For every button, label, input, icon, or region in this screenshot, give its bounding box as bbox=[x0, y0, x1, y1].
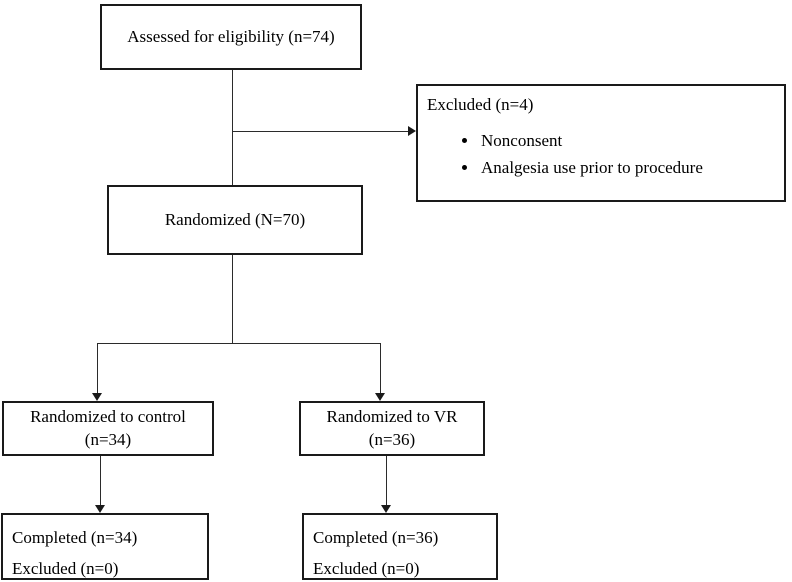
connector-assessed-to-randomized bbox=[232, 70, 233, 185]
connector-branch-horizontal bbox=[97, 343, 380, 344]
connector-arrow-to-control bbox=[92, 343, 102, 401]
excluded-reason-item: Analgesia use prior to procedure bbox=[479, 154, 774, 181]
completed-vr-line1: Completed (n=36) bbox=[313, 528, 439, 547]
box-completed-control: Completed (n=34) Excluded (n=0) bbox=[1, 513, 209, 580]
assessed-eligibility-label: Assessed for eligibility (n=74) bbox=[127, 26, 335, 46]
completed-control-line2: Excluded (n=0) bbox=[12, 559, 119, 578]
box-randomized-to-vr: Randomized to VR (n=36) bbox=[299, 401, 485, 456]
connector-arrow-vr-to-completed bbox=[381, 456, 391, 513]
box-randomized-to-control: Randomized to control (n=34) bbox=[2, 401, 214, 456]
connector-arrow-to-excluded bbox=[232, 126, 416, 136]
connector-arrow-to-vr bbox=[375, 343, 385, 401]
excluded-reasons-list: Nonconsent Analgesia use prior to proced… bbox=[427, 127, 774, 181]
control-label-line1: Randomized to control bbox=[30, 406, 186, 426]
excluded-reason-item: Nonconsent bbox=[479, 127, 774, 154]
connector-randomized-to-branch bbox=[232, 255, 233, 343]
control-label-line2: (n=34) bbox=[84, 429, 132, 449]
connector-arrow-control-to-completed bbox=[95, 456, 105, 513]
excluded-title: Excluded (n=4) bbox=[427, 95, 534, 114]
completed-vr-line2: Excluded (n=0) bbox=[313, 559, 420, 578]
vr-label-line2: (n=36) bbox=[368, 429, 416, 449]
box-randomized: Randomized (N=70) bbox=[107, 185, 363, 255]
vr-label-line1: Randomized to VR bbox=[326, 406, 458, 426]
completed-control-line1: Completed (n=34) bbox=[12, 528, 138, 547]
box-assessed-eligibility: Assessed for eligibility (n=74) bbox=[100, 4, 362, 70]
box-excluded: Excluded (n=4) Nonconsent Analgesia use … bbox=[416, 84, 786, 202]
box-completed-vr: Completed (n=36) Excluded (n=0) bbox=[302, 513, 498, 580]
randomized-label: Randomized (N=70) bbox=[164, 209, 306, 229]
